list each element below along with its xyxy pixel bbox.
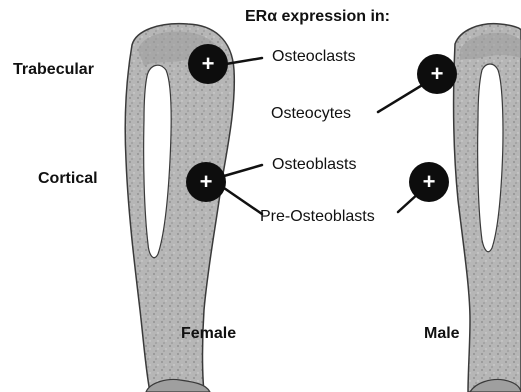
marker-plus-symbol: + <box>202 51 215 76</box>
label-osteoblasts: Osteoblasts <box>272 157 356 173</box>
marker-male-cortical: + <box>409 162 449 202</box>
male-bone <box>454 24 521 392</box>
label-trabecular: Trabecular <box>13 62 94 78</box>
marker-plus-symbol: + <box>423 169 436 194</box>
label-pre-osteoblasts: Pre-Osteoblasts <box>260 209 375 225</box>
label-male: Male <box>424 326 460 342</box>
connector-osteocytes <box>378 84 424 112</box>
label-cortical: Cortical <box>38 171 98 187</box>
marker-male-trabecular: + <box>417 54 457 94</box>
connector-pre-osteoblasts <box>224 188 262 214</box>
marker-female-cortical: + <box>186 162 226 202</box>
marker-plus-symbol: + <box>431 61 444 86</box>
marker-plus-symbol: + <box>200 169 213 194</box>
marker-female-trabecular: + <box>188 44 228 84</box>
label-osteocytes: Osteocytes <box>271 106 351 122</box>
label-osteoclasts: Osteoclasts <box>272 49 356 65</box>
label-female: Female <box>181 326 236 342</box>
connector-osteoblasts <box>224 165 262 176</box>
figure-title: ERα expression in: <box>245 9 390 25</box>
